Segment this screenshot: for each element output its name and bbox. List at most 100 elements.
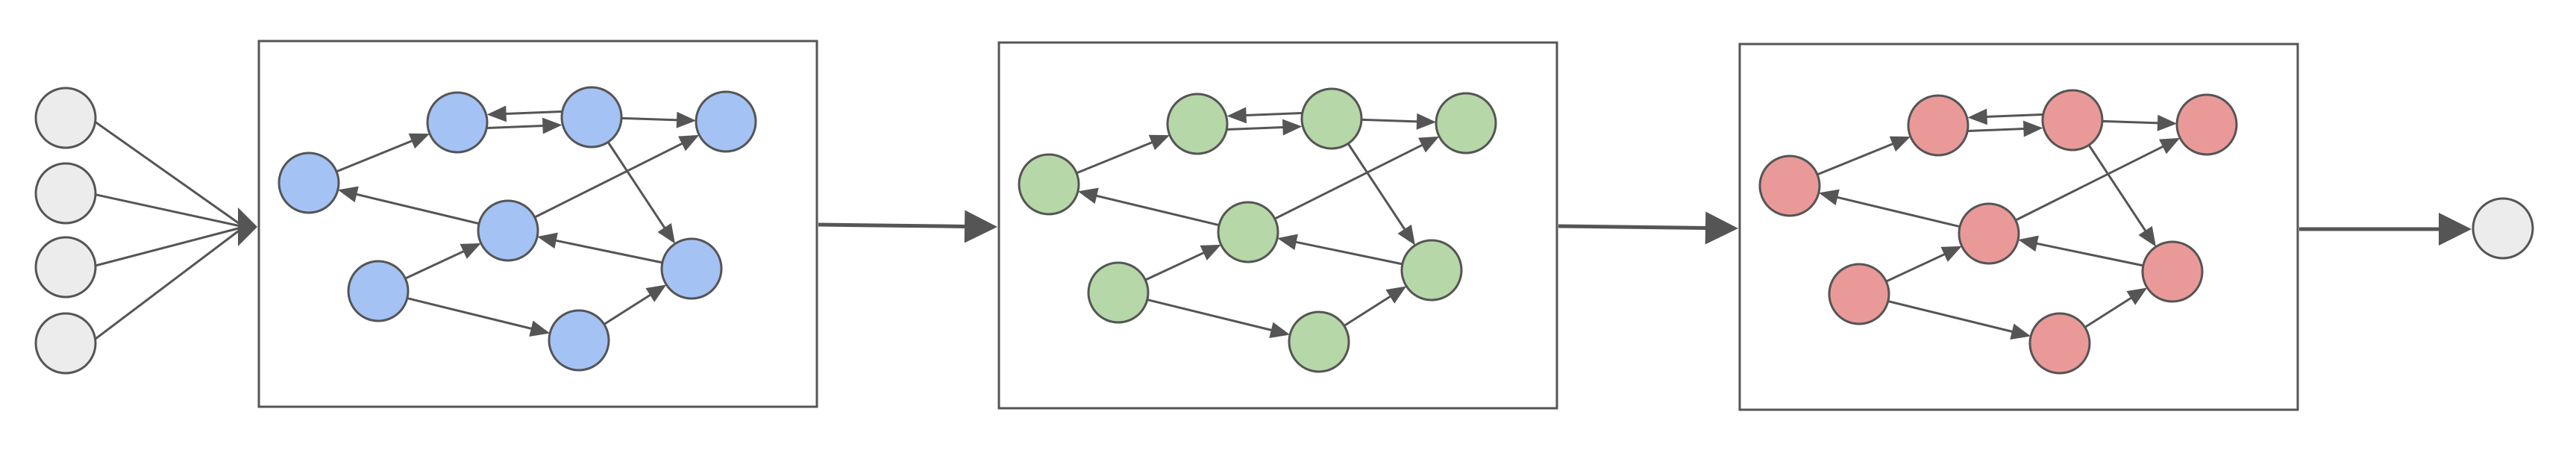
stage-3-node [2141,240,2204,303]
input-node [34,312,97,375]
stage-1-edge [337,186,480,225]
stage-1-edge-head [676,111,697,128]
input-edge [89,225,245,345]
stage-2-edge-shaft [1095,194,1220,227]
stage-2-edge [1361,113,1437,130]
stage-3-edge-shaft [1968,128,2025,132]
stage-2-edge-shaft [1274,143,1423,220]
stage-2-edge-head [1077,187,1099,204]
input-edge [89,116,245,228]
input-arrowhead [238,207,257,246]
stage-1-edge-shaft [505,110,562,115]
stage-1-edge-shaft [607,141,666,229]
stage-3-edge-shaft [2087,144,2147,232]
stage-3-edge-head [2126,287,2148,305]
stage-2-edge-head [1148,134,1170,151]
stage-1-edge-head [657,222,675,244]
stage-3-edge-shaft [1986,113,2043,118]
stage-1-edge [603,284,667,325]
stage-box-1 [257,40,818,408]
stage-2-edge [1343,286,1407,327]
stage-box-3 [1738,43,2299,411]
stage-connector-head [964,210,997,243]
stage-2-edge-shaft [1076,141,1153,175]
stage-2-edge-head [1269,322,1291,338]
stage-2-edge-head [1282,119,1303,136]
stage-2-edge [1076,134,1170,175]
stage-3-edge-shaft [2015,145,2164,222]
stage-3-edge [2084,287,2148,328]
stage-connector-head [1705,211,1738,245]
stage-1-edge-shaft [407,297,533,330]
stage-3-edge [2018,235,2144,267]
stage-2-node [1018,153,1080,216]
stage-3-edge-head [2159,137,2181,154]
stage-1-node [560,86,623,149]
stage-2-edge-head [1226,107,1247,124]
stage-3-node [1758,154,1821,217]
stage-3-edge-head [2018,235,2039,252]
stage-connector [818,210,997,243]
stage-2-edge [1277,234,1403,266]
stage-3-edge-shaft [1885,253,1946,283]
stage-2-edge-shaft [1245,112,1302,116]
stage-3-node [1828,263,1890,325]
stage-connector-shaft [818,222,966,228]
stage-1-node [477,199,539,262]
stage-2-edge-shaft [1347,143,1406,231]
output-connector [2299,213,2472,246]
output-node [2472,197,2534,260]
stage-2-edge [1147,299,1291,338]
stage-box-2 [997,41,1558,410]
stage-1-edge-head [529,320,551,337]
stage-2-edge-head [1397,224,1415,246]
stage-2-edge [1144,244,1221,281]
stage-1-node [426,91,489,154]
stage-3-edge-head [2138,225,2156,247]
stage-2-edge [1227,119,1303,136]
stage-1-edge-shaft [487,125,544,129]
stage-3-node [2028,312,2091,375]
stage-2-edge-shaft [1295,240,1403,266]
stage-3-node [1958,202,2020,265]
stage-3-edge [1818,189,1961,228]
stage-2-edge-shaft [1144,252,1205,281]
stage-1-edge [407,297,551,337]
input-edge [89,192,245,228]
stage-3-edge-head [1967,108,1988,125]
stage-1-edge-head [537,232,558,249]
stage-2-node [1300,87,1363,150]
input-node [34,87,97,149]
stage-1-edge [607,141,675,244]
stage-3-edge [1885,246,1962,283]
stage-3-edge-head [2022,120,2043,137]
stage-3-edge-shaft [1836,196,1961,228]
stage-1-edge-shaft [603,293,651,325]
stage-3-edge-head [1818,189,1840,206]
stage-2-edge [1226,107,1302,124]
stage-1-edge-head [678,134,700,152]
stage-2-edge-head [1385,286,1407,304]
stage-1-edge-head [542,117,562,134]
stage-1-node [660,237,723,300]
stage-1-node [347,260,410,322]
stage-1-edge [486,105,562,122]
stage-3-edge [2015,137,2181,222]
stage-2-edge-head [1418,136,1440,153]
stage-3-node [2041,89,2104,152]
stage-2-edge [1274,136,1440,220]
stage-3-node [2175,93,2238,156]
stage-1-edge-head [460,243,481,259]
stage-2-node [1217,201,1279,263]
input-node [34,236,97,299]
stage-2-node [1400,239,1463,302]
stage-1-edge [537,232,663,264]
stage-2-node [1288,310,1350,373]
stage-2-edge-shaft [1361,118,1418,123]
stage-1-edge-head [337,186,359,203]
stage-1-node [695,90,757,153]
stage-1-edge-shaft [404,250,465,280]
stage-1-edge-shaft [534,142,683,219]
stage-2-node [1087,261,1150,324]
stage-1-edge-shaft [621,116,678,122]
